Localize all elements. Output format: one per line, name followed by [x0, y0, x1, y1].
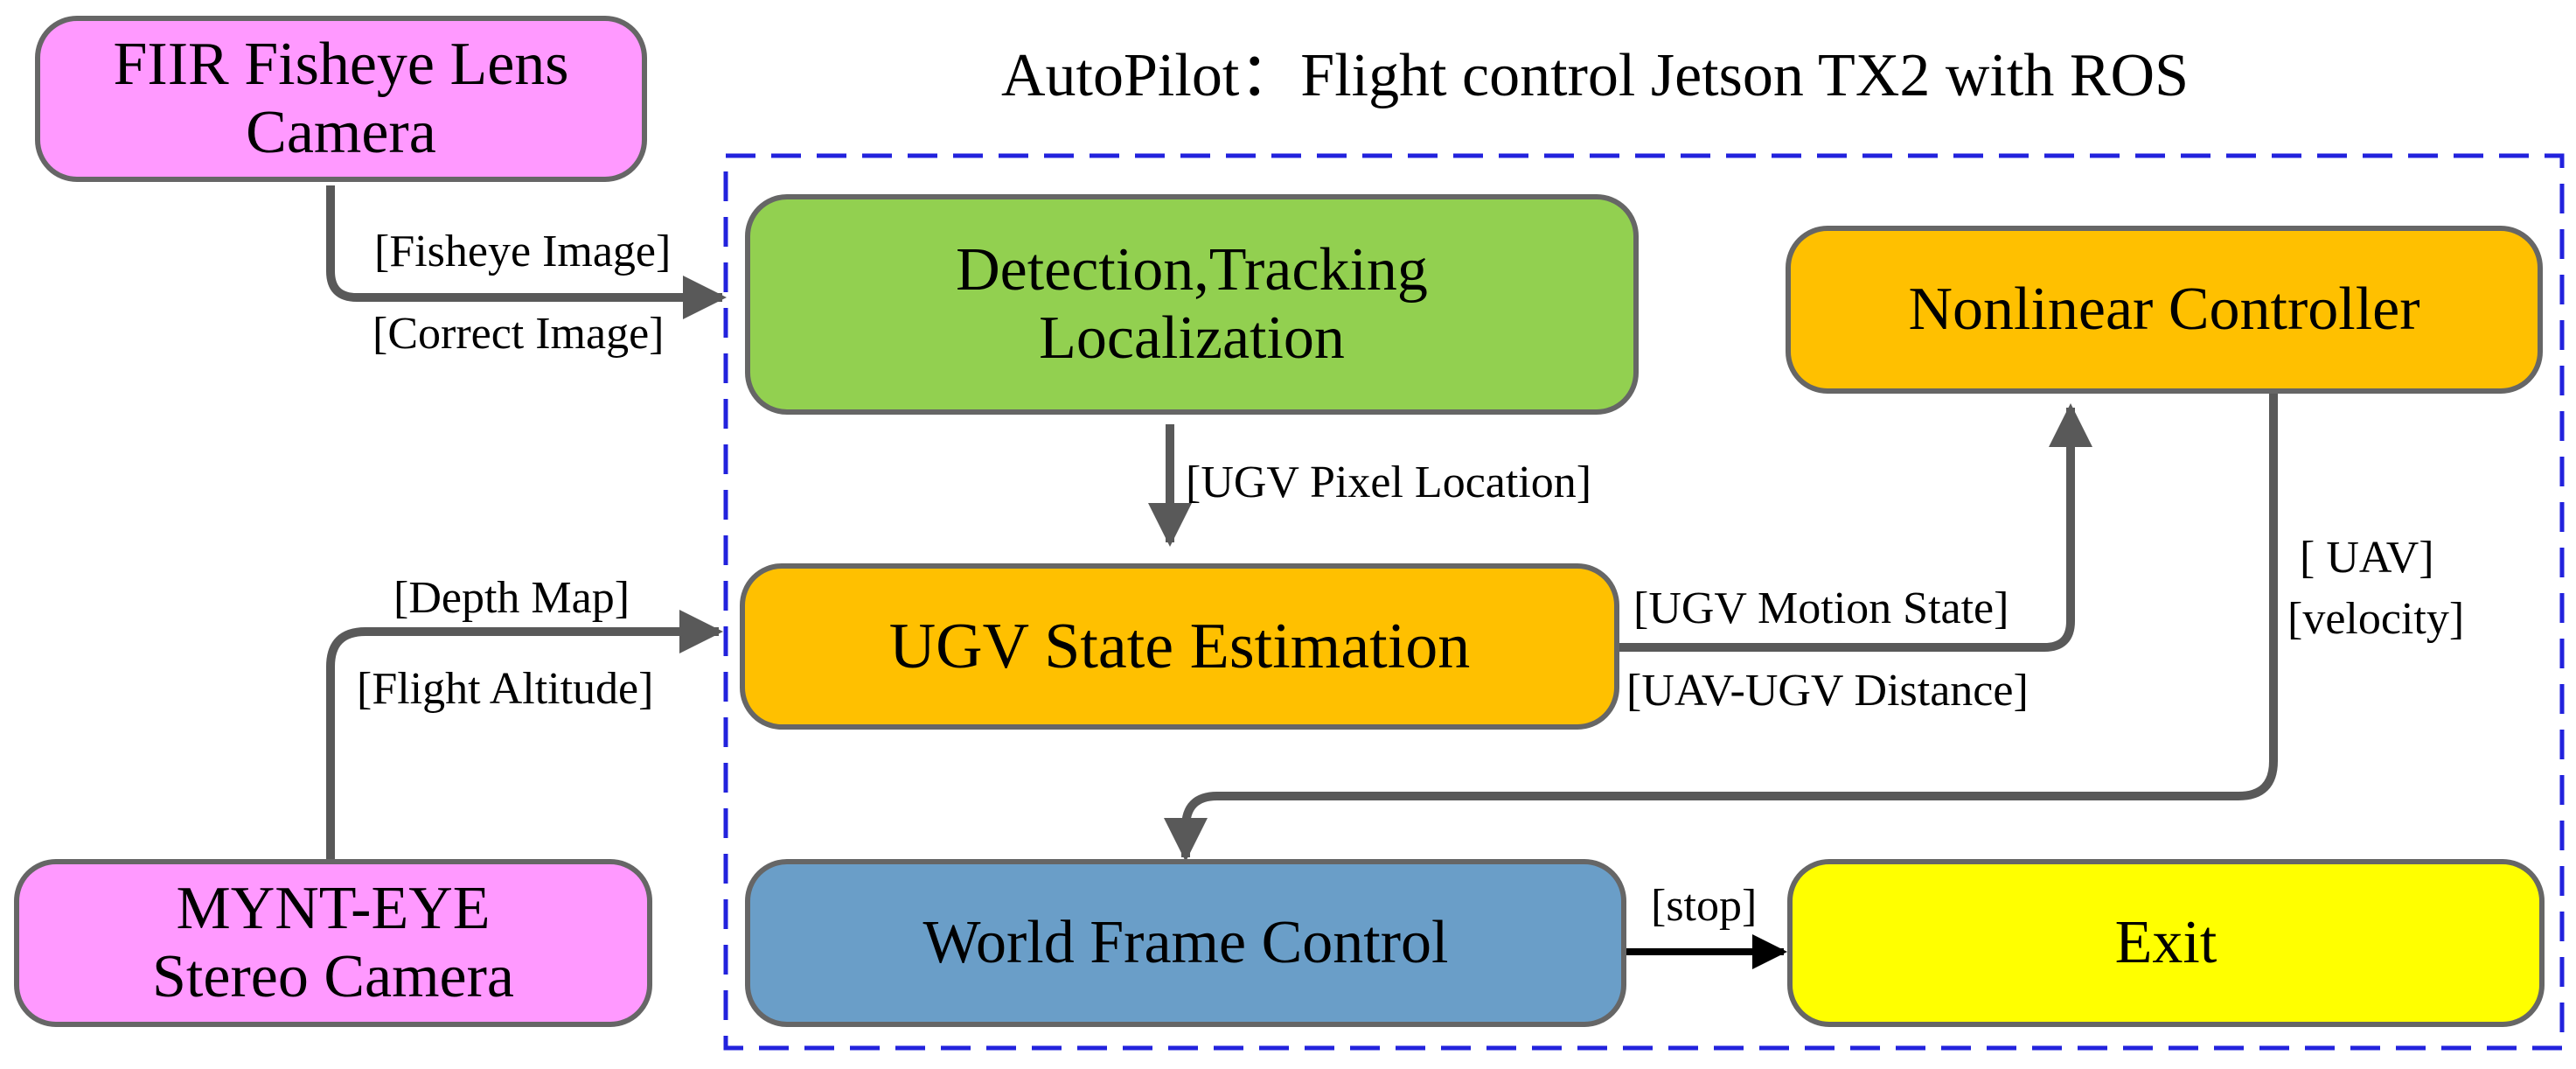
world-frame-label: World Frame Control	[922, 908, 1449, 976]
depth-map-label: [Depth Map]	[393, 573, 630, 623]
stereo-camera-label: MYNT-EYE Stereo Camera	[152, 874, 514, 1010]
world-frame-node: World Frame Control	[745, 859, 1626, 1027]
arrow-fisheye-to-detection	[326, 185, 727, 319]
uav-label: [ UAV]	[2300, 533, 2434, 583]
controller-node: Nonlinear Controller	[1786, 226, 2543, 394]
fisheye-image-label: [Fisheye Image]	[374, 227, 672, 276]
arrow-controller-to-world	[1164, 392, 2278, 862]
arrow-state-to-controller	[1618, 403, 2092, 652]
exit-label: Exit	[2114, 908, 2217, 976]
diagram-title: AutoPilot：Flight control Jetson TX2 with…	[1001, 42, 2189, 109]
motion-state-label: [UGV Motion State]	[1633, 583, 2009, 633]
stop-label: [stop]	[1651, 881, 1758, 931]
arrow-stereo-to-state	[326, 610, 723, 862]
detection-node: Detection,Tracking Localization	[745, 194, 1639, 415]
correct-image-label: [Correct Image]	[372, 309, 665, 359]
exit-node: Exit	[1787, 859, 2545, 1027]
pixel-location-label: [UGV Pixel Location]	[1186, 458, 1592, 507]
controller-label: Nonlinear Controller	[1908, 275, 2420, 343]
state-estimation-label: UGV State Estimation	[888, 610, 1471, 682]
jetson-boundary	[723, 153, 2565, 1051]
state-estimation-node: UGV State Estimation	[740, 563, 1619, 730]
distance-label: [UAV-UGV Distance]	[1626, 666, 2029, 716]
stereo-camera-node: MYNT-EYE Stereo Camera	[14, 859, 652, 1027]
flight-altitude-label: [Flight Altitude]	[357, 664, 654, 714]
velocity-label: [velocity]	[2287, 594, 2465, 644]
fisheye-camera-label: FIIR Fisheye Lens Camera	[113, 30, 569, 166]
fisheye-camera-node: FIIR Fisheye Lens Camera	[35, 16, 647, 182]
detection-label: Detection,Tracking Localization	[956, 235, 1428, 372]
